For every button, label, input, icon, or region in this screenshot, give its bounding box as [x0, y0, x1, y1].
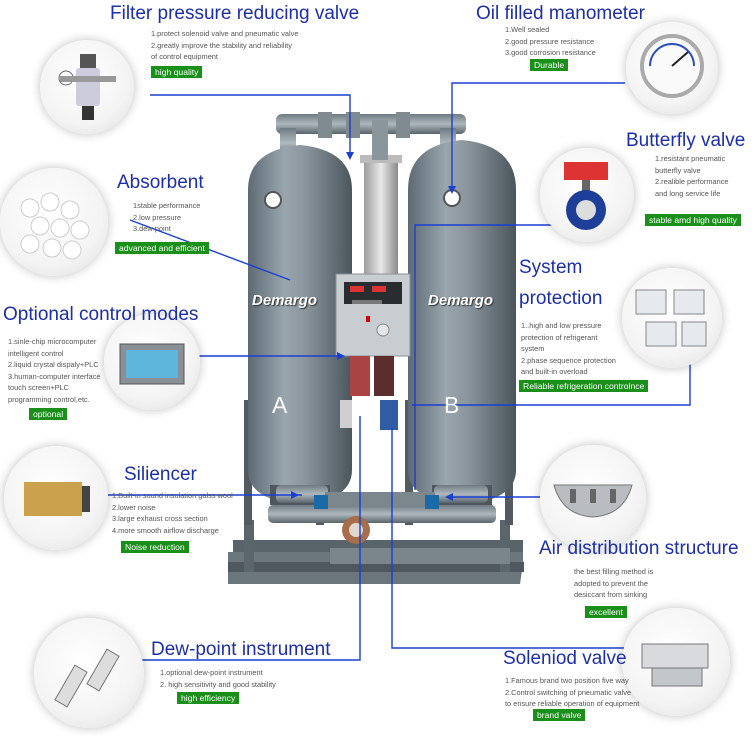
middle-silencer: [360, 120, 402, 290]
butterfly-valve-image: [540, 148, 634, 242]
control-badge: optional: [29, 408, 68, 420]
absorbent-desc: 1stable performance 2.low pressure 3.dew…: [133, 200, 200, 235]
absorbent-badge: advanced and efficient: [115, 242, 209, 254]
system-line-2: protection of refrigerant: [521, 332, 598, 342]
tank-a-brand: Demargo: [252, 292, 318, 309]
silencer-badge: Noise reduction: [121, 541, 189, 553]
airdist-line-3: desiccant from sinking: [574, 590, 648, 600]
butterfly-title: Butterfly valve: [626, 130, 746, 151]
base-frame: [228, 520, 524, 584]
system-title-line2: protection: [519, 288, 603, 309]
leader-lines: [100, 82, 691, 661]
airdist-title: Air distribution structure: [539, 538, 739, 559]
filter-valve-image: [40, 40, 134, 134]
silencer-desc: 1.Built-in sound insulation galss wool 2…: [112, 490, 233, 536]
tank-a-letter: A: [272, 392, 288, 418]
control-line-2: intelligent control: [8, 348, 64, 358]
butterfly-line-3: 2.realible performance: [655, 177, 729, 187]
airdist-line-1: the best filling method is: [574, 567, 654, 576]
butterfly-valve-icon: [564, 162, 608, 230]
dewpoint-line-2: 2. high sensitivity and good stability: [160, 679, 276, 689]
manometer-line-1: 1.Well sealed: [505, 25, 550, 34]
control-line-3: 2.liquid crystal dispaly+PLC: [8, 360, 99, 370]
absorbent-line-1: 1stable performance: [133, 201, 201, 210]
solenoid-valve-icon: [641, 643, 709, 687]
manometer-desc: 1.Well sealed 2.good pressure resistance…: [505, 24, 596, 59]
solenoid-line-2: 2.Control switching of pneumatic valve: [505, 687, 632, 697]
silencer-line-2: 2.lower noise: [112, 502, 156, 512]
dewpoint-desc: 1.optional dew-point instrument 2. high …: [160, 667, 276, 690]
butterfly-desc: 1.resistant pneumatic butterfly valve 2.…: [655, 153, 729, 199]
filter-badge: high quality: [151, 66, 203, 78]
pressure-switch-icon: [635, 289, 707, 347]
system-line-4: 2.phase sequence protection: [521, 355, 616, 365]
tank-b-letter: B: [444, 392, 460, 418]
solenoid-badge: brand valve: [533, 709, 586, 721]
manometer-line-3: 3.good corrosion resistance: [505, 48, 596, 58]
leader-arrows: [291, 152, 456, 501]
butterfly-line-2: butterfly valve: [655, 165, 701, 175]
control-line-1: 1.sinle-chip microcomputer: [8, 337, 97, 346]
manometer-icon: [640, 34, 704, 98]
airdist-badge: excellent: [585, 606, 627, 618]
control-line-5: touch screen+PLC: [8, 383, 70, 393]
control-line-4: 3.human-computer interface: [8, 371, 101, 381]
air-distributor-icon: [553, 484, 633, 518]
control-box: [335, 273, 411, 396]
silencer-line-4: 4.more smooth airflow discharge: [112, 525, 219, 535]
solenoid-desc: 1.Famous brand two position five way 2.C…: [505, 675, 639, 710]
silencer-line-3: 3.large exhaust cross section: [112, 514, 208, 524]
bottom-pipes: [268, 400, 496, 544]
control-panel-image: [104, 314, 200, 410]
filter-desc: 1.protect solenoid valve and pneumatic v…: [151, 28, 299, 63]
manometer-title: Oil filled manometer: [476, 3, 645, 24]
dewpoint-badge: high efficiency: [177, 692, 240, 704]
system-desc: 1..high and low pressure protection of r…: [521, 320, 616, 378]
absorbent-line-3: 3.dew point: [133, 224, 171, 234]
solenoid-valve-image: [622, 608, 730, 716]
touch-screen-icon: [119, 343, 185, 385]
control-line-6: programming control,etc.: [8, 394, 90, 404]
filter-title: Filter pressure reducing valve: [110, 3, 360, 24]
solenoid-title: Soleniod valve: [503, 648, 627, 669]
tank-b: [408, 140, 516, 505]
absorbent-beads-icon: [20, 192, 90, 260]
tank-b-brand: Demargo: [428, 292, 494, 309]
control-title: Optional control modes: [3, 304, 199, 325]
filter-line-3: of control equipment: [151, 52, 218, 62]
filter-line-2: 2.greatly improve the stability and reli…: [151, 40, 292, 50]
silencer-title: Siliencer: [124, 464, 197, 485]
airdist-desc: the best filling method is adopted to pr…: [574, 566, 653, 601]
silencer-line-1: 1.Built-in sound insulation galss wool: [112, 491, 233, 500]
airdist-line-2: adopted to prevent the: [574, 578, 648, 588]
absorbent-title: Absorbent: [117, 172, 204, 193]
filter-line-1: 1.protect solenoid valve and pneumatic v…: [151, 29, 299, 38]
manometer-image: [626, 22, 718, 114]
absorbent-line-2: 2.low pressure: [133, 212, 182, 222]
butterfly-badge: stable amd high quality: [645, 214, 741, 226]
system-title-line1: System: [519, 257, 583, 278]
butterfly-line-1: 1.resistant pneumatic: [655, 154, 726, 163]
manometer-badge: Durable: [530, 59, 569, 71]
air-distribution-image: [540, 445, 646, 551]
absorbent-image: [0, 168, 108, 276]
system-line-3: system: [521, 344, 545, 354]
filter-valve-icon: [58, 54, 116, 120]
dew-point-image: [34, 618, 144, 728]
system-line-5: and built-in overload: [521, 367, 588, 377]
dew-point-sensor-icon: [54, 648, 120, 708]
system-line-1: 1..high and low pressure: [521, 321, 602, 330]
system-badge: Reliable refrigeration controlnce: [519, 380, 649, 392]
silencer-image: [4, 446, 108, 550]
solenoid-line-1: 1.Famous brand two position five way: [505, 676, 629, 685]
solenoid-line-3: to ensure reliable operation of equipmen…: [505, 699, 640, 709]
dewpoint-line-1: 1.optional dew-point instrument: [160, 668, 263, 677]
manometer-line-2: 2.good pressure resistance: [505, 36, 595, 46]
dewpoint-title: Dew-point instrument: [151, 639, 331, 660]
silencer-icon: [24, 482, 90, 516]
system-protection-image: [622, 268, 722, 368]
butterfly-line-4: and long service life: [655, 188, 721, 198]
control-desc: 1.sinle-chip microcomputer intelligent c…: [8, 336, 100, 406]
